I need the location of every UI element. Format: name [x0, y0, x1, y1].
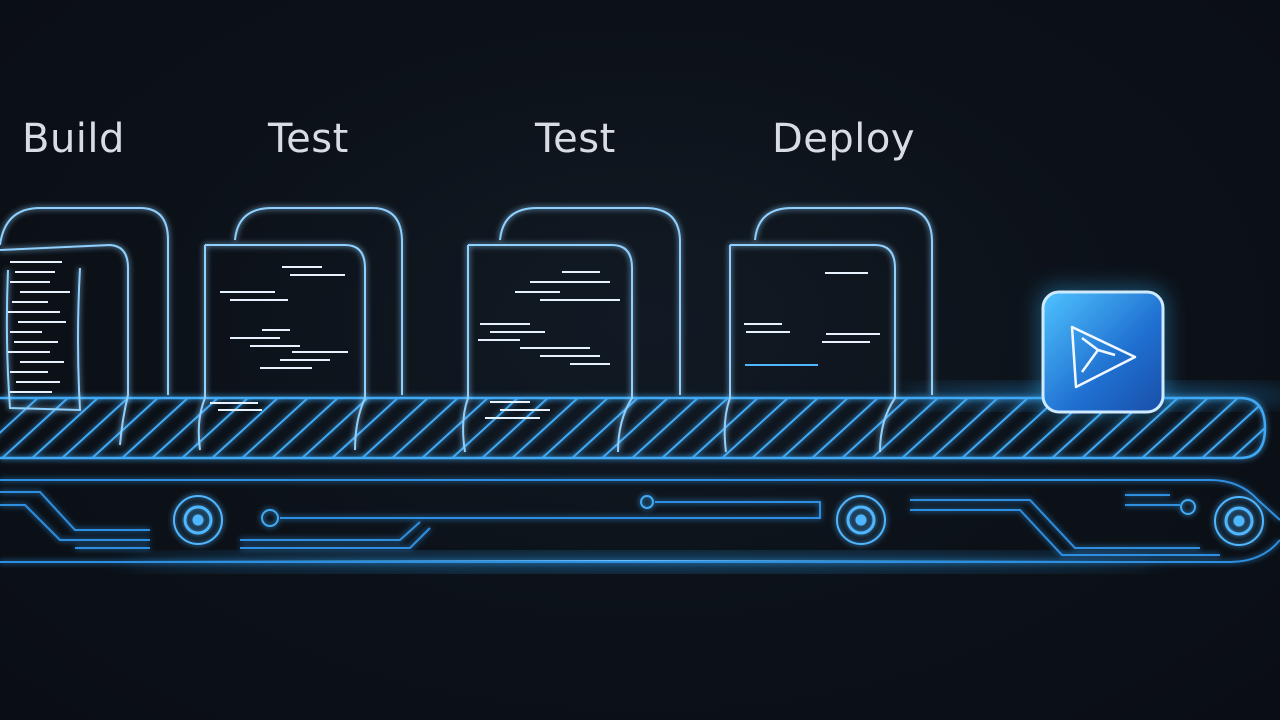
stage-label-test-1: Test: [268, 116, 349, 162]
conveyor-belt: [0, 396, 1267, 460]
play-triangle-icon: [1070, 325, 1137, 389]
stage-label-build: Build: [22, 116, 125, 162]
document-stack-test-1: [197, 207, 403, 451]
connector-node: [640, 495, 654, 509]
document-stack-test-2: [462, 207, 681, 453]
artifact-package: [1038, 286, 1168, 416]
chassis-circuit: [0, 479, 1280, 563]
document-stack-build: [0, 207, 169, 446]
stage-label-deploy: Deploy: [772, 116, 916, 162]
stage-label-test-2: Test: [535, 116, 616, 162]
code-lines: [210, 266, 348, 411]
connector-node: [261, 509, 279, 527]
code-lines: [8, 261, 70, 393]
document-stack-deploy: [723, 207, 933, 453]
code-lines: [744, 272, 880, 366]
roller-wheel-icon: [173, 495, 223, 545]
code-lines: [478, 271, 620, 419]
roller-wheel-icon: [1214, 496, 1264, 546]
connector-node: [1180, 499, 1196, 515]
roller-wheel-icon: [836, 495, 886, 545]
